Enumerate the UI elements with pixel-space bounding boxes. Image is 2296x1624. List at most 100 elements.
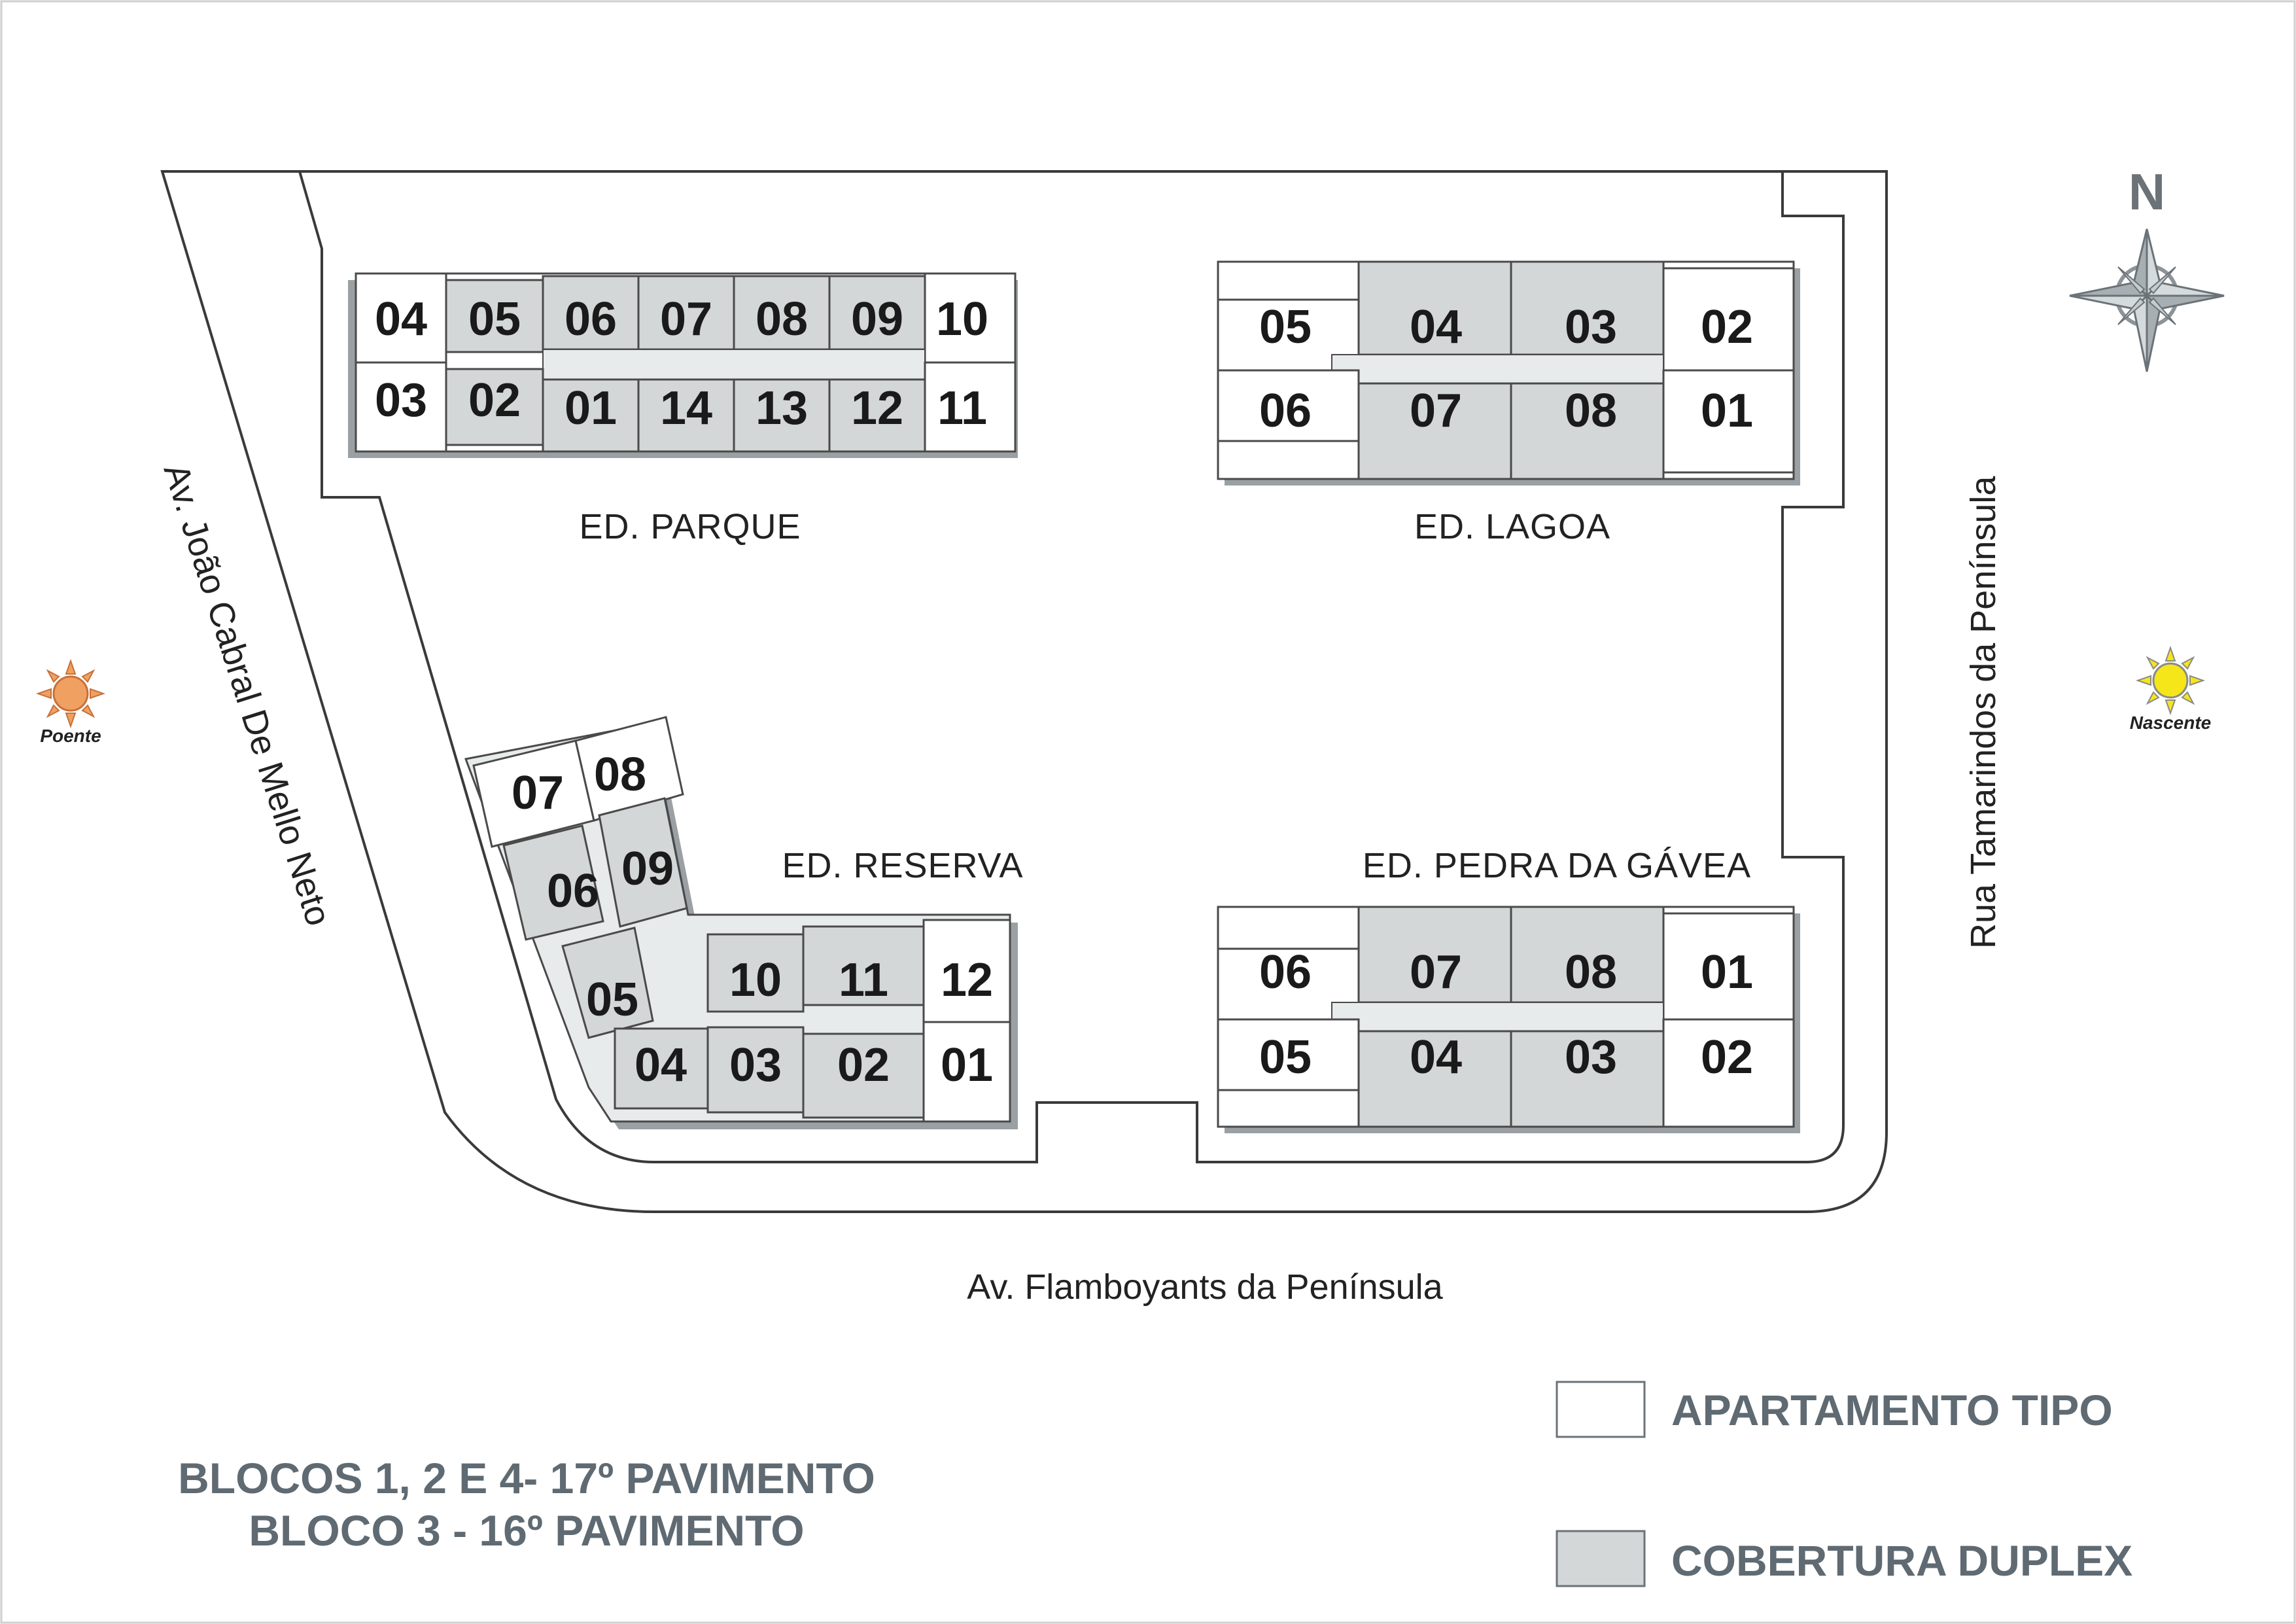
unit-label: 12 (851, 382, 903, 434)
unit-label: 01 (1701, 946, 1753, 998)
unit-label: 10 (729, 954, 782, 1006)
unit-label: 10 (936, 293, 988, 345)
unit-cell[interactable] (1662, 267, 1795, 372)
legend-label-duplex: COBERTURA DUPLEX (1671, 1536, 2132, 1585)
unit-cell[interactable] (561, 927, 654, 1039)
unit-cell[interactable] (802, 1033, 925, 1119)
corridor (1331, 1002, 1664, 1032)
footer-line-2: BLOCO 3 - 16º PAVIMENTO (249, 1506, 804, 1555)
unit-label: 13 (756, 382, 808, 434)
unit-cell[interactable] (1357, 1030, 1512, 1128)
unit-label: 06 (1259, 385, 1312, 437)
unit-label: 05 (468, 293, 521, 345)
unit-label: 03 (1565, 1031, 1617, 1084)
unit-label: 02 (837, 1039, 890, 1091)
street-label-south: Av. Flamboyants da Península (967, 1267, 1443, 1307)
unit-cell[interactable] (1662, 369, 1795, 474)
unit-label: 01 (941, 1039, 993, 1091)
unit-cell[interactable] (1510, 1030, 1665, 1128)
unit-cell[interactable] (924, 361, 1017, 453)
unit-cell[interactable] (1510, 260, 1665, 356)
legend-swatch-duplex (1556, 1530, 1646, 1587)
unit-label: 04 (635, 1039, 687, 1091)
unit-label: 03 (375, 374, 427, 427)
building-pedra-da-gavea: 06 07 08 01 05 04 03 02 ED. PEDRA DA GÁV… (1217, 846, 1800, 1133)
unit-label: 06 (547, 865, 599, 917)
footer-line-1: BLOCOS 1, 2 E 4- 17º PAVIMENTO (178, 1454, 875, 1502)
unit-cell[interactable] (502, 824, 604, 941)
building-name: ED. PEDRA DA GÁVEA (1363, 846, 1751, 885)
unit-label: 07 (1410, 946, 1462, 998)
unit-label: 01 (565, 382, 617, 434)
unit-cell[interactable] (924, 272, 1017, 364)
building-lagoa: 05 04 03 02 06 07 08 01 ED. LAGOA (1217, 260, 1800, 546)
unit-cell[interactable] (445, 368, 544, 446)
unit-label: 09 (621, 843, 674, 895)
compass-rose-icon (2069, 228, 2225, 372)
unit-label: 05 (1259, 301, 1312, 353)
legend-swatch-tipo (1556, 1381, 1646, 1438)
compass-north-label: N (2129, 163, 2165, 221)
unit-label: 07 (1410, 385, 1462, 437)
corridor (1331, 354, 1664, 384)
lot-outer-boundary (160, 170, 1888, 1213)
unit-cell[interactable] (1357, 382, 1512, 480)
sun-icon (35, 658, 106, 729)
unit-label: 07 (660, 293, 712, 345)
unit-cell[interactable] (598, 797, 688, 928)
unit-cell[interactable] (1510, 906, 1665, 1004)
building-name: ED. LAGOA (1414, 507, 1610, 546)
unit-label: 09 (851, 293, 903, 345)
corridor (542, 349, 926, 380)
street-label-east: Rua Tamarindos da Península (1964, 476, 2003, 949)
unit-cell[interactable] (1357, 260, 1512, 356)
unit-label: 08 (756, 293, 808, 345)
unit-cell[interactable] (445, 279, 544, 353)
unit-cell[interactable] (1662, 912, 1795, 1021)
sun-label-east: Nascente (2130, 713, 2212, 733)
unit-cell[interactable] (922, 919, 1011, 1023)
unit-cell[interactable] (1510, 382, 1665, 480)
unit-cell[interactable] (574, 716, 684, 822)
unit-label: 03 (1565, 301, 1617, 353)
unit-cell[interactable] (706, 1026, 805, 1114)
unit-label: 04 (1410, 301, 1462, 353)
unit-label: 06 (1259, 946, 1312, 998)
unit-cell[interactable] (802, 925, 925, 1006)
unit-label: 04 (375, 293, 427, 345)
unit-label: 11 (937, 382, 987, 434)
unit-label: 02 (1701, 301, 1753, 353)
unit-label: 11 (839, 954, 888, 1006)
unit-cell[interactable] (828, 378, 926, 453)
unit-label: 02 (468, 374, 521, 427)
lot-inner-boundary (298, 171, 1845, 1163)
unit-label: 03 (729, 1039, 782, 1091)
building-name: ED. RESERVA (782, 846, 1023, 885)
unit-label: 08 (1565, 385, 1617, 437)
unit-cell[interactable] (1662, 1018, 1795, 1128)
sun-icon (2135, 645, 2206, 716)
building-parque: 04 05 06 07 08 09 10 03 02 01 14 13 12 1… (348, 272, 1018, 546)
unit-label: 06 (565, 293, 617, 345)
unit-label: 12 (941, 954, 993, 1006)
unit-label: 05 (1259, 1031, 1312, 1084)
unit-cell[interactable] (1217, 369, 1360, 442)
unit-label: 01 (1701, 385, 1753, 437)
unit-cell[interactable] (614, 1027, 709, 1110)
unit-label: 04 (1410, 1031, 1462, 1084)
unit-label: 08 (594, 749, 646, 801)
unit-label: 05 (586, 974, 638, 1026)
building-name: ED. PARQUE (579, 507, 801, 546)
unit-cell[interactable] (637, 378, 735, 453)
unit-label: 08 (1565, 946, 1617, 998)
building-reserva: 07 08 06 09 05 10 11 12 04 03 02 01 ED. … (464, 716, 1023, 1129)
legend-label-tipo: APARTAMENTO TIPO (1671, 1386, 2113, 1434)
unit-label: 07 (512, 767, 564, 819)
unit-cell[interactable] (922, 1021, 1011, 1123)
unit-cell[interactable] (637, 275, 735, 351)
unit-cell[interactable] (828, 275, 926, 351)
unit-cell[interactable] (1357, 906, 1512, 1004)
sun-label-west: Poente (40, 726, 101, 746)
